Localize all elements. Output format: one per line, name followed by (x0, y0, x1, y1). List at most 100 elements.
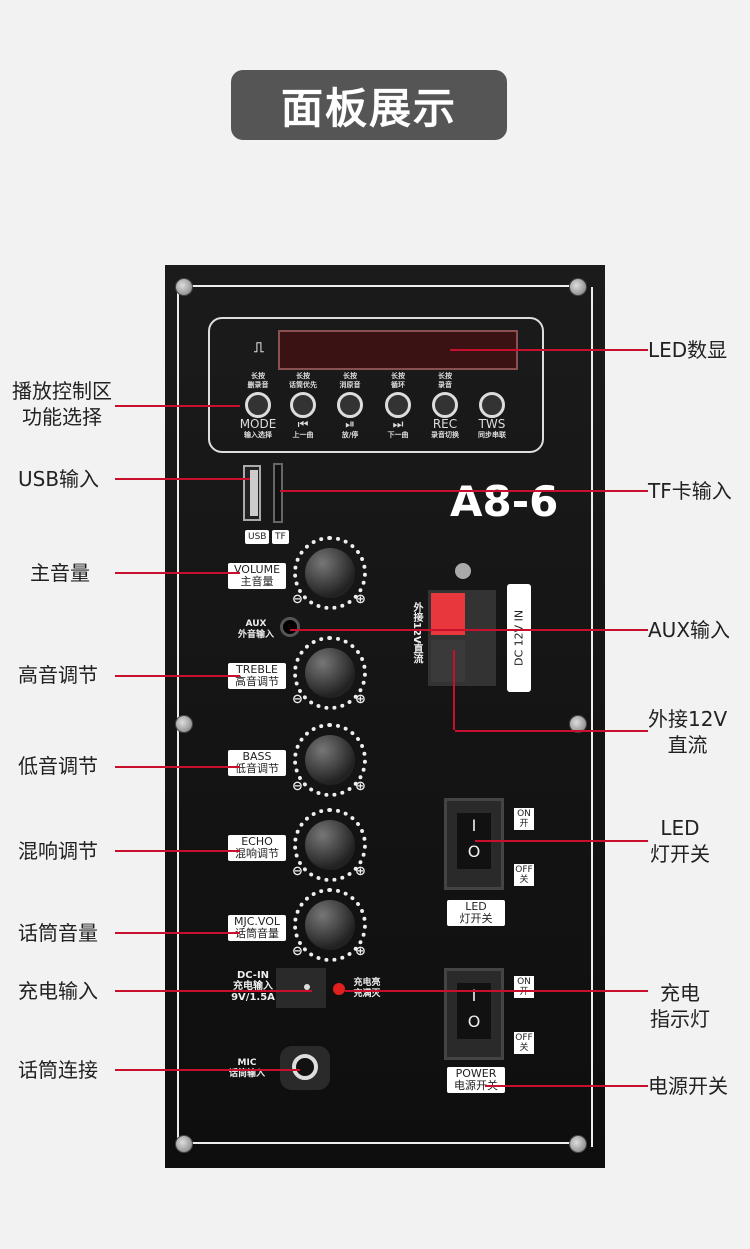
model-name: A8-6 (450, 477, 559, 526)
callout-line (115, 478, 250, 480)
callout-power: 电源开关 (648, 1074, 728, 1098)
panel-button-4[interactable] (432, 392, 458, 418)
callout-line (115, 850, 240, 852)
callout-usb: USB输入 (18, 467, 100, 491)
knob-echo[interactable] (293, 808, 367, 882)
knob-volume[interactable] (293, 536, 367, 610)
callout-bass: 低音调节 (18, 754, 98, 778)
charge-led-label: 充电亮充满灭 (353, 978, 381, 999)
plus-icon: ⊕ (355, 592, 366, 607)
button-sub-label: 录音切换 (431, 431, 459, 439)
plus-icon: ⊕ (355, 944, 366, 959)
callout-line (115, 990, 312, 992)
callout-charge-in: 充电输入 (18, 979, 98, 1003)
speaker-panel (165, 265, 605, 1168)
button-hold-label: 长按 话筒优先 (289, 372, 317, 389)
aux-text: AUX (245, 619, 267, 629)
callout-line (280, 490, 648, 492)
callout-treble: 高音调节 (18, 663, 98, 687)
callout-line (115, 766, 240, 768)
callout-micvol: 话筒音量 (18, 921, 98, 945)
knob-bass[interactable] (293, 723, 367, 797)
tf-label: TF (272, 530, 289, 544)
panel-button-5[interactable] (479, 392, 505, 418)
callout-echo: 混响调节 (18, 839, 98, 863)
panel-button-1[interactable] (290, 392, 316, 418)
tf-slot[interactable] (273, 463, 283, 523)
callout-line (115, 405, 240, 407)
callout-line (453, 650, 455, 730)
screw-icon (175, 715, 193, 733)
callout-line (290, 629, 648, 631)
button-hold-label: 长按 消原音 (339, 372, 361, 389)
page-title: 面板展示 (231, 70, 507, 140)
button-hold-label: 长按 录音 (438, 372, 452, 389)
dc-in-jack[interactable] (276, 968, 326, 1008)
button-label: ⏮ (297, 417, 309, 431)
aux-sub: 外音输入 (237, 630, 274, 640)
panel-button-3[interactable] (385, 392, 411, 418)
button-hold-label: 长按 循环 (391, 372, 405, 389)
callout-volume: 主音量 (30, 561, 90, 585)
callout-line (345, 990, 648, 992)
plus-icon: ⊕ (355, 692, 366, 707)
knob-treble[interactable] (293, 636, 367, 710)
usb-port[interactable] (243, 465, 261, 521)
usb-label: USB (245, 530, 270, 544)
button-sub-label: 上一曲 (292, 431, 314, 439)
button-label: ⏯ (345, 417, 355, 431)
button-label: ⏭ (392, 417, 404, 431)
callout-play: 播放控制区 功能选择 (12, 379, 112, 429)
callout-line (475, 840, 648, 842)
callout-line (115, 572, 240, 574)
charge-led-indicator (333, 983, 345, 995)
rail (591, 287, 593, 1147)
minus-icon: ⊖ (292, 592, 303, 607)
button-label: TWS (478, 417, 506, 431)
callout-aux: AUX输入 (648, 618, 731, 642)
screw-icon (175, 278, 193, 296)
screw-icon (569, 1135, 587, 1153)
dc12v-label: DC 12V IN (507, 584, 531, 692)
rail (185, 1142, 585, 1144)
screw-icon (569, 278, 587, 296)
callout-ext12v: 外接12V 直流 (648, 707, 728, 757)
rail (185, 285, 585, 287)
display-mode-icon: ⎍ (254, 340, 264, 356)
callout-line (455, 730, 648, 732)
screw-icon (175, 1135, 193, 1153)
callout-line (115, 675, 240, 677)
knob-mjcvol[interactable] (293, 888, 367, 962)
callout-line (115, 932, 240, 934)
mic-jack[interactable] (280, 1046, 330, 1090)
callout-line (115, 1069, 300, 1071)
button-sub-label: 放/停 (341, 431, 359, 439)
button-hold-label: 长按 删录音 (247, 372, 269, 389)
button-label: MODE (239, 417, 277, 431)
dc-12v-terminal[interactable] (428, 590, 496, 686)
minus-icon: ⊖ (292, 692, 303, 707)
plus-icon: ⊕ (355, 864, 366, 879)
screw-icon (455, 563, 471, 579)
ext12v-label: 外接12V直流 (411, 602, 422, 664)
screw-icon (569, 715, 587, 733)
panel-button-2[interactable] (337, 392, 363, 418)
aux-jack[interactable] (280, 617, 300, 637)
callout-tf: TF卡输入 (648, 479, 732, 503)
button-label: REC (432, 417, 458, 431)
callout-led-display: LED数显 (648, 338, 728, 362)
panel-button-0[interactable] (245, 392, 271, 418)
